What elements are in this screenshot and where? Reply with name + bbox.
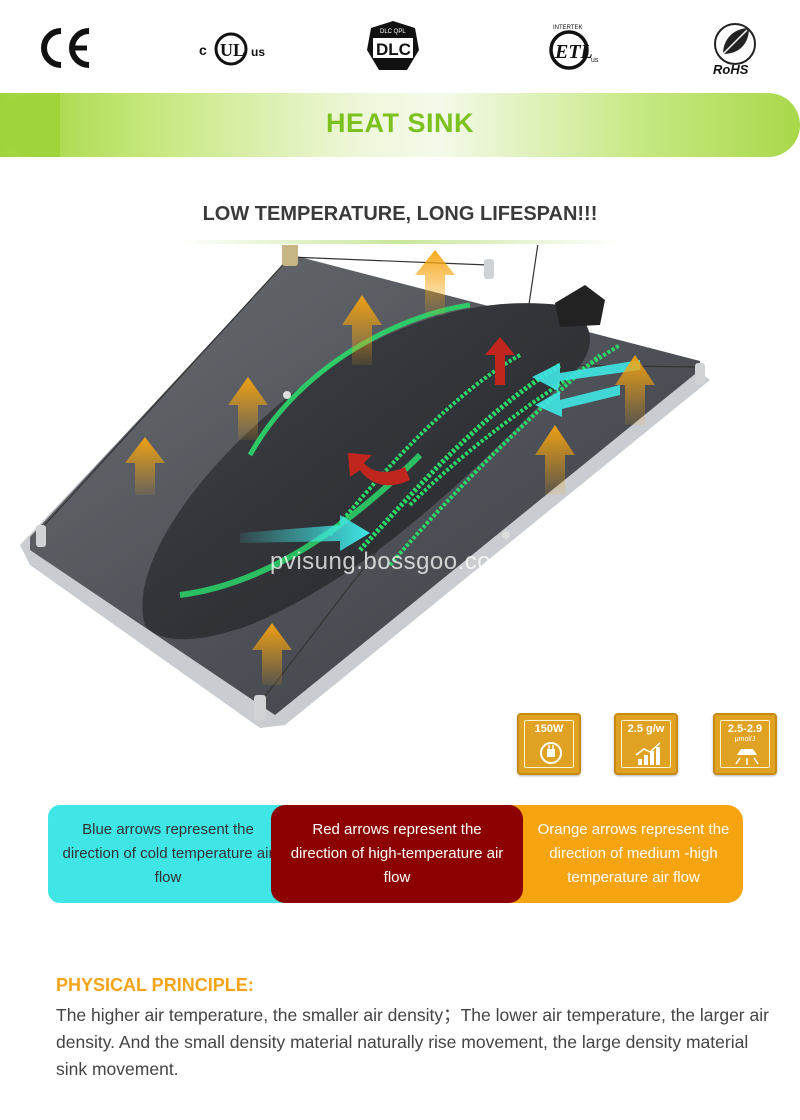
ppe-badge-unit: μmol/J (734, 736, 756, 743)
banner-title: HEAT SINK (325, 108, 474, 138)
svg-text:c: c (199, 42, 207, 58)
heat-sink-banner (0, 93, 800, 157)
svg-text:INTERTEK: INTERTEK (553, 25, 583, 31)
ppe-badge: 2.5-2.9 μmol/J (713, 713, 777, 775)
efficiency-badge-label: 2.5 g/w (627, 723, 665, 735)
legend-hot-air-text: Red arrows represent the direction of hi… (290, 821, 504, 886)
svg-text:RoHS: RoHS (713, 62, 749, 77)
bar-chart-icon (635, 742, 661, 765)
principle-title: PHYSICAL PRINCIPLE: (56, 975, 254, 995)
svg-text:DLC: DLC (376, 40, 411, 59)
dlc-mark: DLC DLC QPL (358, 18, 428, 78)
svg-text:us: us (591, 57, 599, 64)
svg-text:UL: UL (220, 40, 245, 60)
legend-cold-air: Blue arrows represent the direction of c… (48, 805, 288, 903)
ppe-badge-label: 2.5-2.9 (727, 723, 763, 735)
cul-us-mark: c UL us (193, 18, 273, 78)
heat-sink-illustration (20, 245, 710, 728)
legend-medium-air-text: Orange arrows represent the direction of… (537, 821, 730, 886)
legend-hot-air: Red arrows represent the direction of hi… (271, 805, 523, 903)
subtitle: LOW TEMPERATURE, LONG LIFESPAN!!! (202, 203, 598, 225)
plug-icon (540, 742, 562, 764)
svg-text:DLC QPL: DLC QPL (380, 29, 406, 35)
rohs-mark: RoHS (700, 18, 770, 78)
watermark: pvisung.bossgoo.com (270, 548, 512, 575)
power-badge-label: 150W (534, 723, 564, 735)
efficiency-badge: 2.5 g/w (614, 713, 678, 775)
power-badge: 150W (517, 713, 581, 775)
banner-left-cap (0, 93, 60, 157)
etl-mark: INTERTEK ETL us (530, 18, 610, 78)
legend-cold-air-text: Blue arrows represent the direction of c… (62, 821, 274, 886)
subtitle-underline (180, 240, 620, 244)
svg-text:us: us (251, 45, 265, 59)
legend-medium-air: Orange arrows represent the direction of… (510, 805, 743, 903)
lamp-icon (735, 749, 759, 765)
ce-mark (30, 18, 100, 78)
principle-text: The higher air temperature, the smaller … (56, 1005, 769, 1079)
svg-text:ETL: ETL (554, 41, 593, 63)
